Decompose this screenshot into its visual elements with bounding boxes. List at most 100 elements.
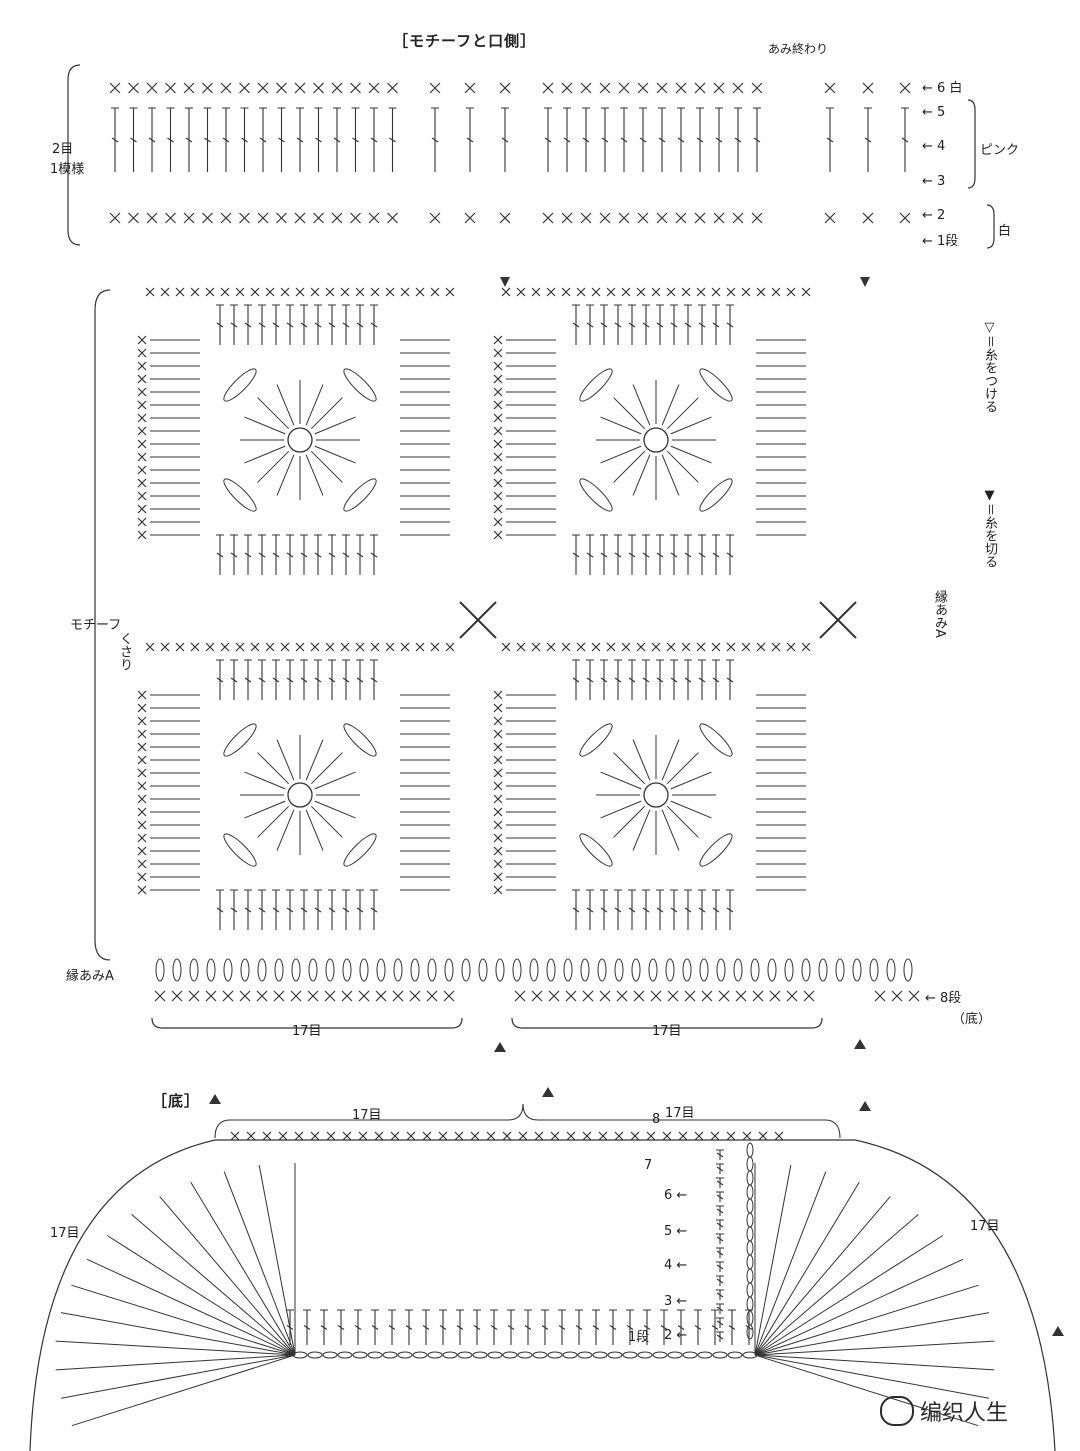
- sc-stitch-icon: [324, 990, 336, 1002]
- count-top-left: 17目: [352, 1108, 382, 1123]
- dc-stitch-icon: [328, 304, 336, 345]
- sc-stitch-icon: [390, 1131, 400, 1141]
- dc-stitch-icon: [626, 1309, 634, 1345]
- motif-spoke-stitch: [305, 454, 324, 496]
- chain-stitch-icon: [517, 1351, 533, 1359]
- motif-label: モチーフ: [70, 618, 122, 633]
- sc-stitch-icon: [580, 212, 592, 224]
- sc-stitch-icon: [137, 361, 147, 371]
- chain-stitch-icon: [869, 958, 879, 982]
- sc-stitch-icon: [621, 287, 631, 297]
- sc-stitch-icon: [276, 212, 287, 224]
- chain-stitch-icon: [291, 958, 301, 982]
- row-label-2: ← 2: [922, 208, 946, 223]
- dc-stitch-icon: [222, 107, 230, 172]
- sc-stitch-icon: [137, 504, 147, 514]
- dc-stitch-icon: [431, 107, 439, 172]
- chain-stitch-icon: [442, 1351, 458, 1359]
- chain-stitch-icon: [223, 368, 257, 402]
- sc-stitch-icon: [713, 82, 725, 94]
- dc-stitch-icon: [901, 107, 909, 172]
- sc-stitch-icon: [341, 990, 353, 1002]
- sc-stitch-icon: [756, 642, 766, 652]
- chain-stitch-icon: [577, 1351, 593, 1359]
- dc-stitch-icon: [600, 889, 608, 930]
- fan-stitch-line: [754, 1340, 995, 1356]
- dc-stitch-icon: [314, 659, 322, 700]
- sc-stitch-icon: [137, 846, 147, 856]
- dc-stitch-icon: [677, 107, 685, 172]
- motif-spoke-stitch: [661, 384, 680, 426]
- chain-label: くさり: [117, 632, 132, 671]
- fan-stitch-line: [754, 1354, 989, 1399]
- chain-stitch-icon: [746, 1268, 754, 1284]
- sc-stitch-icon: [774, 1131, 784, 1141]
- pink-label: ピンク: [980, 143, 1020, 158]
- sc-stitch-icon: [137, 400, 147, 410]
- dc-stitch-icon: [541, 1309, 549, 1345]
- white-bracket: [986, 204, 995, 249]
- sc-stitch-icon: [531, 990, 543, 1002]
- sc-stitch-icon: [742, 1131, 752, 1141]
- edge-label-right: 縁あみA: [932, 590, 947, 638]
- chain-stitch-icon: [607, 1351, 623, 1359]
- sc-stitch-icon: [205, 287, 215, 297]
- sc-stitch-icon: [188, 990, 200, 1002]
- dc-stitch-icon: [684, 889, 692, 930]
- sc-stitch-icon: [137, 742, 147, 752]
- dc-stitch-icon: [716, 1261, 724, 1272]
- sc-stitch-icon: [310, 287, 320, 297]
- sc-stitch-icon: [109, 212, 121, 224]
- sc-stitch-icon: [265, 642, 275, 652]
- sc-stitch-icon: [531, 642, 541, 652]
- dc-stitch-icon: [258, 534, 266, 575]
- chain-stitch-icon: [746, 1156, 754, 1172]
- dc-stitch-icon: [370, 889, 378, 930]
- chain-stitch-icon: [637, 1351, 653, 1359]
- dc-stitch-icon: [507, 1309, 515, 1345]
- dc-stitch-icon: [609, 1309, 617, 1345]
- cut-yarn-marker-icon: [500, 277, 510, 287]
- sc-stitch-icon: [340, 642, 350, 652]
- sc-stitch-icon: [137, 413, 147, 423]
- dc-stitch-icon: [660, 1309, 668, 1345]
- sc-stitch-icon: [257, 212, 269, 224]
- dc-stitch-icon: [670, 889, 678, 930]
- dc-stitch-icon: [614, 534, 622, 575]
- dc-stitch-icon: [726, 889, 734, 930]
- sc-stitch-icon: [741, 642, 751, 652]
- motif-spoke-stitch: [670, 800, 712, 819]
- chain-stitch-icon: [622, 1351, 638, 1359]
- sc-stitch-icon: [278, 1131, 288, 1141]
- sc-stitch-icon: [464, 82, 476, 94]
- sc-stitch-icon: [239, 212, 250, 224]
- sc-stitch-icon: [280, 287, 290, 297]
- chain-stitch-icon: [733, 958, 743, 982]
- sc-stitch-icon: [735, 990, 747, 1002]
- sc-stitch-icon: [493, 504, 503, 514]
- sc-stitch-icon: [565, 990, 577, 1002]
- dc-stitch-icon: [726, 659, 734, 700]
- dc-stitch-icon: [582, 107, 590, 172]
- sc-stitch-icon: [358, 1131, 368, 1141]
- sc-stitch-icon: [786, 990, 798, 1002]
- fan-stitch-line: [754, 1165, 792, 1356]
- sc-stitch-icon: [160, 287, 170, 297]
- sc-stitch-icon: [618, 212, 630, 224]
- chain-stitch-icon: [189, 958, 199, 982]
- dc-stitch-icon: [272, 889, 280, 930]
- sc-stitch-icon: [566, 1131, 576, 1141]
- chain-stitch-icon: [562, 1351, 578, 1359]
- dc-stitch-icon: [684, 304, 692, 345]
- sc-stitch-icon: [175, 287, 185, 297]
- motif-spoke-stitch: [257, 397, 290, 430]
- sc-stitch-icon: [137, 807, 147, 817]
- sc-stitch-icon: [368, 212, 380, 224]
- dc-stitch-icon: [216, 889, 224, 930]
- fan-stitch-line: [106, 1235, 296, 1356]
- motif-spoke-stitch: [600, 800, 642, 819]
- dc-stitch-icon: [166, 107, 175, 172]
- dc-stitch-icon: [826, 107, 834, 172]
- bottom-row-6: 6 ←: [664, 1188, 688, 1203]
- dc-stitch-icon: [351, 107, 360, 172]
